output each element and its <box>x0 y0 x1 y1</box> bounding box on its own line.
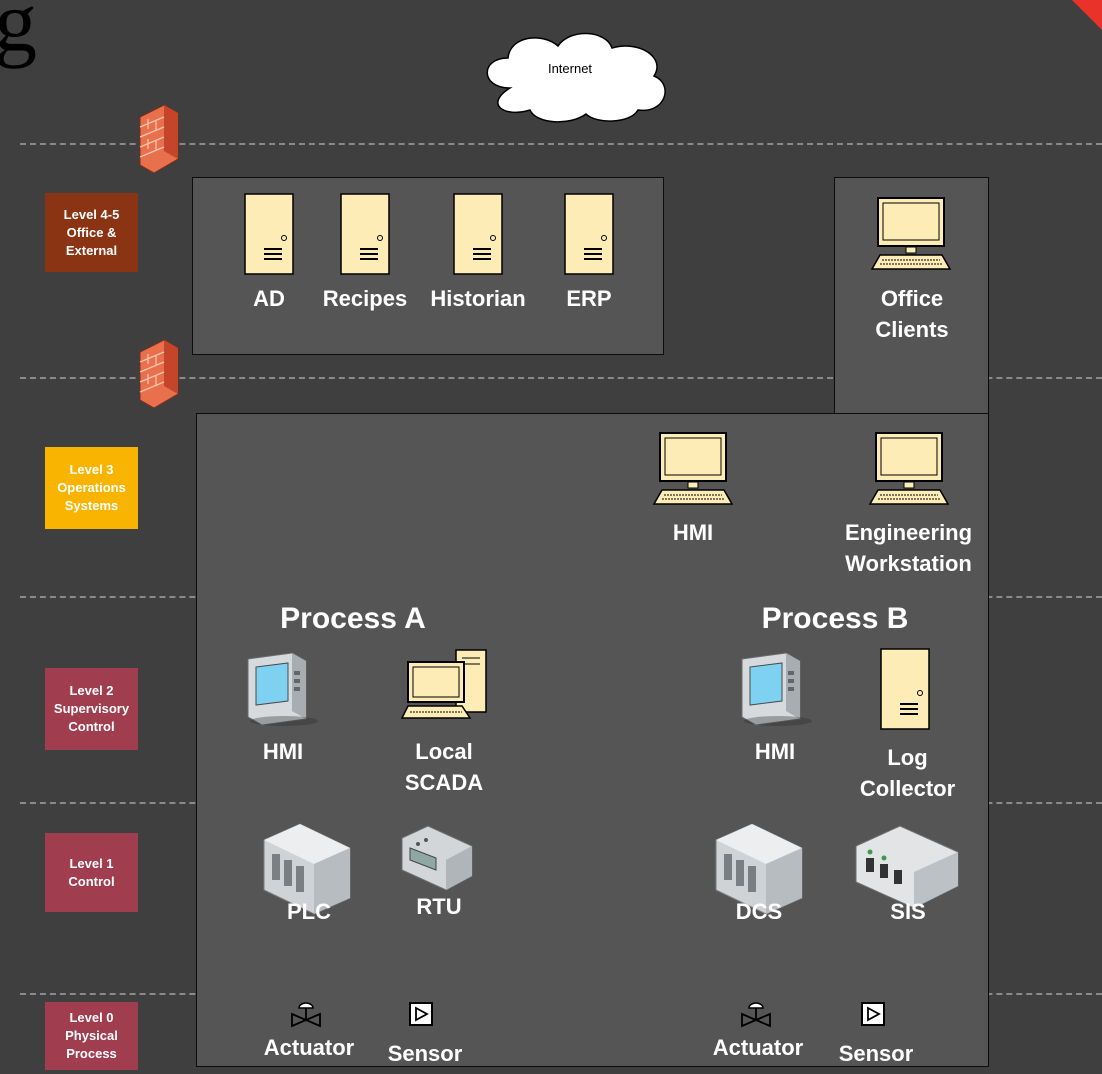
rtu-label: RTU <box>416 894 462 919</box>
server-label-recipes: Recipes <box>322 286 408 311</box>
firewall-icon <box>139 104 179 174</box>
server-icon <box>453 193 503 275</box>
level-0-badge: Level 0 Physical Process <box>45 1002 138 1070</box>
process-a-title: Process A <box>280 602 426 635</box>
sis-icon <box>855 825 959 909</box>
workstation-icon <box>870 197 952 270</box>
sensor-icon <box>861 1002 885 1026</box>
level-separator <box>20 377 1102 379</box>
server-label-historian: Historian <box>430 286 526 311</box>
internet-cloud-icon <box>486 32 666 123</box>
dcs-icon <box>715 823 803 915</box>
internet-label: Internet <box>547 61 593 76</box>
level-4-5-badge: Level 4-5 Office & External <box>45 193 138 272</box>
server-icon <box>880 648 930 730</box>
local-scada-label: Local SCADA <box>404 739 484 795</box>
workstation-icon <box>652 432 734 505</box>
corner-accent-mark <box>1072 0 1102 30</box>
scada-computer-icon <box>400 649 487 719</box>
rtu-icon <box>401 825 473 891</box>
engineering-workstation-label: Engineering Workstation <box>844 520 973 576</box>
process-a-actuator-label: Actuator <box>263 1035 355 1060</box>
sis-label: SIS <box>890 899 926 924</box>
ops-hmi-label: HMI <box>672 520 714 545</box>
level-separator <box>20 143 1102 145</box>
level-2-badge: Level 2 Supervisory Control <box>45 668 138 750</box>
process-a-sensor-label: Sensor <box>387 1041 463 1066</box>
actuator-valve-icon <box>741 1002 771 1028</box>
process-b-hmi-label: HMI <box>754 739 796 764</box>
hmi-panel-icon <box>247 652 318 726</box>
process-b-title: Process B <box>761 602 909 635</box>
cropped-title-glyph: g <box>0 0 37 69</box>
level-1-badge: Level 1 Control <box>45 833 138 912</box>
process-b-actuator-label: Actuator <box>712 1035 804 1060</box>
plc-icon <box>263 823 351 915</box>
server-icon <box>340 193 390 275</box>
sensor-icon <box>409 1002 433 1026</box>
office-clients-label: Office Clients <box>875 286 949 342</box>
workstation-icon <box>868 432 950 505</box>
plc-label: PLC <box>287 899 331 924</box>
server-icon <box>564 193 614 275</box>
process-a-hmi-label: HMI <box>262 739 304 764</box>
level-3-badge: Level 3 Operations Systems <box>45 447 138 529</box>
actuator-valve-icon <box>291 1002 321 1028</box>
firewall-icon <box>139 339 179 409</box>
process-b-sensor-label: Sensor <box>838 1041 914 1066</box>
log-collector-label: Log Collector <box>859 745 956 801</box>
server-label-ad: AD <box>253 286 285 311</box>
ot-network-panel <box>196 413 989 1067</box>
hmi-panel-icon <box>741 652 812 726</box>
dcs-label: DCS <box>735 899 783 924</box>
server-icon <box>244 193 294 275</box>
server-label-erp: ERP <box>566 286 612 311</box>
